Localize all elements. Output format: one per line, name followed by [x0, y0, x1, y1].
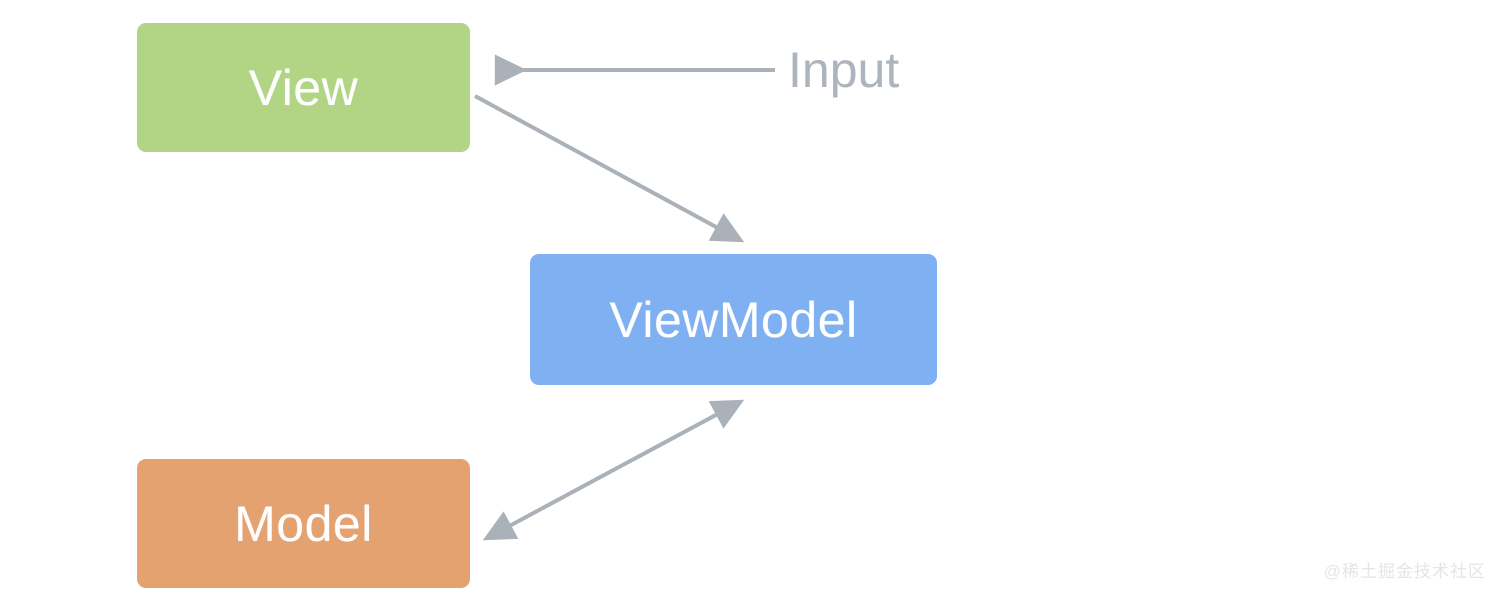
edge-viewmodel-to-model [482, 399, 745, 541]
bottom-clipped-caption [700, 592, 882, 604]
node-model[interactable]: Model [137, 459, 470, 588]
node-viewmodel-label: ViewModel [609, 291, 858, 348]
input-label: Input [788, 42, 900, 98]
node-model-label: Model [234, 495, 373, 552]
node-view-label: View [248, 59, 359, 116]
watermark: @稀土掘金技术社区 [1323, 562, 1486, 581]
node-viewmodel[interactable]: ViewModel [530, 254, 937, 385]
node-view[interactable]: View [137, 23, 470, 152]
edge-view-to-viewmodel [474, 94, 745, 243]
